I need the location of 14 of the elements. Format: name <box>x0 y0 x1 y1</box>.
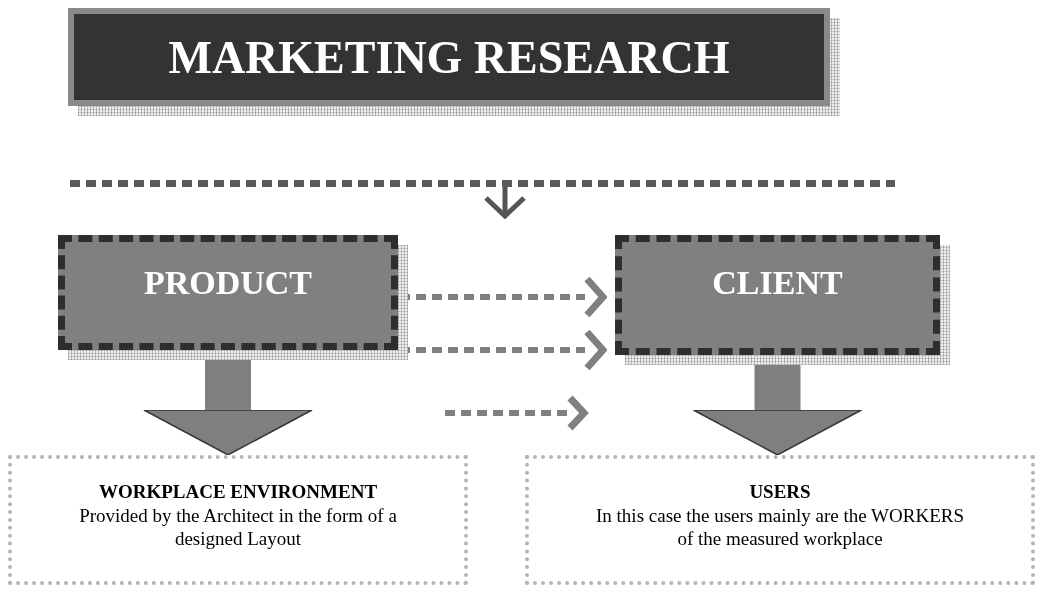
box-label: PRODUCT <box>143 264 313 302</box>
category-box <box>58 235 398 350</box>
description-box <box>525 455 1035 585</box>
arrow <box>483 187 527 219</box>
description-box <box>8 455 468 585</box>
title-box <box>68 8 830 106</box>
description-text: Provided by the Architect in the form of a designed Layout <box>78 505 398 551</box>
description-heading: USERS <box>749 481 811 503</box>
description-heading: WORKPLACE ENVIRONMENT <box>98 481 378 503</box>
box-label: CLIENT <box>712 264 843 302</box>
description-text: In this case the users mainly are the WORKERS of the measured workplace <box>595 505 965 551</box>
dotted-bar <box>70 180 895 187</box>
title-text: MARKETING RESEARCH <box>168 30 730 84</box>
category-box <box>615 235 940 355</box>
